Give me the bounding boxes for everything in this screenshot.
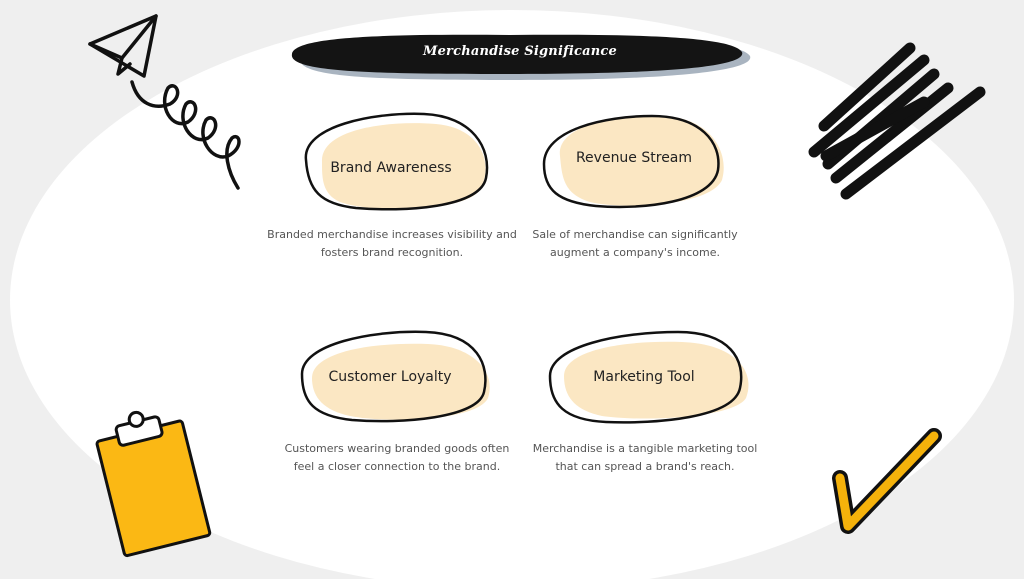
page-title: Merchandise Significance <box>422 44 617 59</box>
card-blob-revenue-stream <box>542 114 724 209</box>
card-label-revenue-stream: Revenue Stream <box>575 150 693 166</box>
card-label-marketing-tool: Marketing Tool <box>593 369 695 385</box>
card-blob-customer-loyalty <box>300 330 490 423</box>
clipboard-icon <box>95 410 212 558</box>
paper-plane-icon <box>88 14 241 190</box>
card-blob-brand-awareness <box>304 112 489 211</box>
card-description-revenue-stream: Sale of merchandise can significantly au… <box>532 228 738 259</box>
card-description-marketing-tool: Merchandise is a tangible marketing tool… <box>532 442 758 473</box>
card-description-brand-awareness: Branded merchandise increases visibility… <box>267 228 517 259</box>
title-banner <box>291 34 751 80</box>
card-description-customer-loyalty: Customers wearing branded goods often fe… <box>284 442 510 473</box>
card-blob-marketing-tool <box>548 330 749 424</box>
scribble-icon <box>808 42 986 200</box>
checkmark-icon <box>832 428 942 534</box>
card-label-brand-awareness: Brand Awareness <box>330 160 452 176</box>
card-label-customer-loyalty: Customer Loyalty <box>328 369 452 385</box>
